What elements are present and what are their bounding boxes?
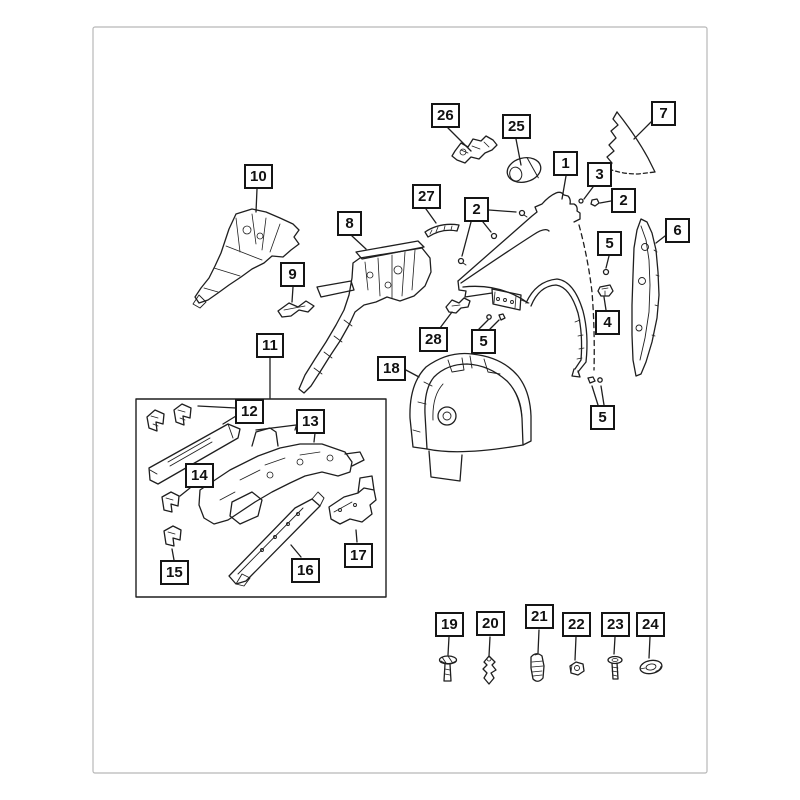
- part-25-bezel: [506, 157, 542, 183]
- callout-24: 24: [636, 612, 665, 637]
- part-15-clip: [163, 525, 182, 547]
- callout-16: 16: [291, 558, 320, 583]
- callout-5-top: 5: [597, 231, 622, 256]
- part-2-clips: [457, 198, 600, 266]
- callout-12: 12: [235, 399, 264, 424]
- part-23-screw: [607, 655, 623, 680]
- part-20-tree-clip: [482, 655, 497, 685]
- part-16-lower-rail: [228, 491, 325, 587]
- callout-2-right: 2: [611, 188, 636, 213]
- part-13-upper-rail: [148, 423, 241, 485]
- callout-15: 15: [160, 560, 189, 585]
- part-21-plug: [530, 653, 545, 682]
- part-27-seal-strip: [424, 223, 460, 238]
- callout-6: 6: [665, 218, 690, 243]
- part-5-fasteners: [486, 268, 610, 384]
- part-10-cowl-side-panel: [192, 208, 300, 309]
- part-12-clips: [146, 403, 192, 432]
- callout-4: 4: [595, 310, 620, 335]
- callout-21: 21: [525, 604, 554, 629]
- part-4-nut-clip: [597, 284, 614, 297]
- callout-19: 19: [435, 612, 464, 637]
- callout-14: 14: [185, 463, 214, 488]
- part-14-rail-assembly: [198, 417, 365, 525]
- callout-23: 23: [601, 612, 630, 637]
- callout-25: 25: [502, 114, 531, 139]
- part-9-support-bracket: [277, 300, 315, 318]
- part-1-front-fender: [457, 191, 595, 378]
- part-14-clip: [161, 491, 180, 513]
- callout-11: 11: [256, 333, 284, 358]
- callout-10: 10: [244, 164, 273, 189]
- callout-26: 26: [431, 103, 460, 128]
- callout-7: 7: [651, 101, 676, 126]
- part-18-wheelhouse-liner: [409, 352, 532, 482]
- callout-17: 17: [344, 543, 373, 568]
- callout-8: 8: [337, 211, 362, 236]
- callout-9: 9: [280, 262, 305, 287]
- callout-22: 22: [562, 612, 591, 637]
- part-17-rail-bracket: [328, 475, 377, 525]
- part-24-grommet: [639, 659, 663, 675]
- callout-27: 27: [412, 184, 441, 209]
- part-8-fender-support: [298, 240, 432, 394]
- callout-20: 20: [476, 611, 505, 636]
- part-7-pillar-applique: [606, 111, 656, 175]
- leader-lines: [171, 121, 666, 661]
- part-26-hood-latch-bracket: [451, 135, 498, 164]
- diagram-border: [92, 26, 708, 774]
- callout-5-bottom: 5: [590, 405, 615, 430]
- callout-13: 13: [296, 409, 325, 434]
- part-19-push-pin: [438, 655, 458, 682]
- part-6-fender-bracket: [631, 218, 660, 377]
- callout-18: 18: [377, 356, 406, 381]
- callout-1: 1: [553, 151, 578, 176]
- callout-3: 3: [587, 162, 612, 187]
- part-28-bracket: [445, 297, 471, 314]
- callout-2-left: 2: [464, 197, 489, 222]
- part-22-nut: [569, 661, 585, 676]
- part-3-clip: [578, 198, 584, 204]
- callout-28: 28: [419, 327, 448, 352]
- callout-5-mid: 5: [471, 329, 496, 354]
